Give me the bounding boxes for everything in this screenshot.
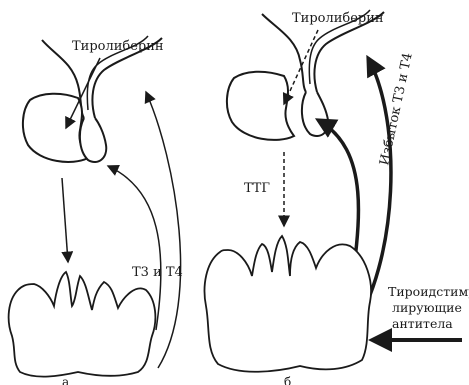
caption-a: а [62,375,69,385]
pituitary-b-posterior [302,92,328,136]
caption-b: б [284,375,291,385]
antibody-label-line2: лирующие [392,300,462,315]
antibody-label-line3: антитела [392,316,453,331]
pituitary-b [227,72,294,140]
thyroid-a [9,272,156,377]
panel-b: Тиролиберин ТТГ Избыток Т3 и Т4 б Тироид… [205,10,469,385]
feedback-label-a: Т3 и Т4 [132,265,183,280]
tsh-label-b: ТТГ [244,181,270,196]
pituitary-a-posterior [80,118,106,162]
feedback-label-b: Избыток Т3 и Т4 [377,52,416,167]
tsh-arrow-a [62,178,68,262]
panel-a: Тиролиберин Т3 и Т4 а [9,36,183,385]
antibody-label-line1: Тироидстиму- [388,284,469,299]
trh-label-b: Тиролиберин [292,11,384,26]
trh-label-a: Тиролиберин [72,39,164,54]
thyroid-b [205,236,371,372]
